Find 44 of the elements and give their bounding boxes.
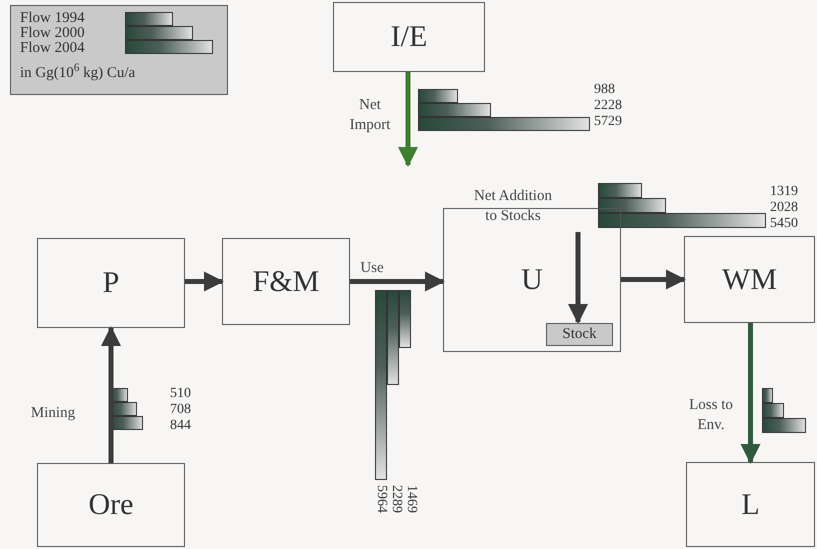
arrow <box>740 323 760 464</box>
arrow <box>398 72 418 167</box>
process-box <box>333 2 485 72</box>
node-label: L <box>741 490 760 520</box>
value-label: 2228 <box>594 98 622 113</box>
edge-label: Loss to Env. <box>688 396 734 435</box>
edge-label: Net Import <box>348 96 392 135</box>
process-box <box>684 236 815 323</box>
value-label: 1469 <box>404 485 419 513</box>
value-label: 1319 <box>770 184 798 199</box>
legend-label: Flow 2000 <box>20 26 85 41</box>
edge-label: Mining <box>30 404 76 423</box>
node-label: Ore <box>88 490 134 520</box>
node-label: Stock <box>562 325 597 344</box>
arrow <box>621 270 686 290</box>
value-label: 5450 <box>770 216 798 231</box>
process-box <box>686 462 815 547</box>
stock-box <box>546 323 613 346</box>
legend-label: Flow 2004 <box>20 41 85 56</box>
process-box <box>37 238 185 328</box>
node-label: WM <box>722 264 777 294</box>
arrow <box>568 232 588 324</box>
value-label: 844 <box>170 418 191 433</box>
unit-note: in Gg(10$^{6}$ kg) Cu/a <box>20 66 136 81</box>
value-label: 510 <box>170 386 191 401</box>
edge-label: Net Addition to Stocks <box>473 187 553 226</box>
process-box <box>443 208 621 352</box>
legend-label: Flow 1994 <box>20 11 85 26</box>
process-box <box>222 238 350 325</box>
edge-label: Use <box>359 259 385 278</box>
value-label: 2289 <box>389 485 404 513</box>
node-label: U <box>521 265 543 295</box>
node-label: I/E <box>390 22 428 52</box>
node-label: F&M <box>252 266 320 296</box>
arrow <box>185 272 224 292</box>
value-label: 5729 <box>594 114 622 129</box>
value-label: 5964 <box>374 485 389 513</box>
arrow <box>350 272 445 292</box>
node-label: P <box>102 268 120 298</box>
arrow <box>101 326 121 463</box>
process-box <box>37 463 185 547</box>
value-label: 708 <box>170 402 191 417</box>
value-label: 2028 <box>770 200 798 215</box>
value-label: 988 <box>594 82 615 97</box>
